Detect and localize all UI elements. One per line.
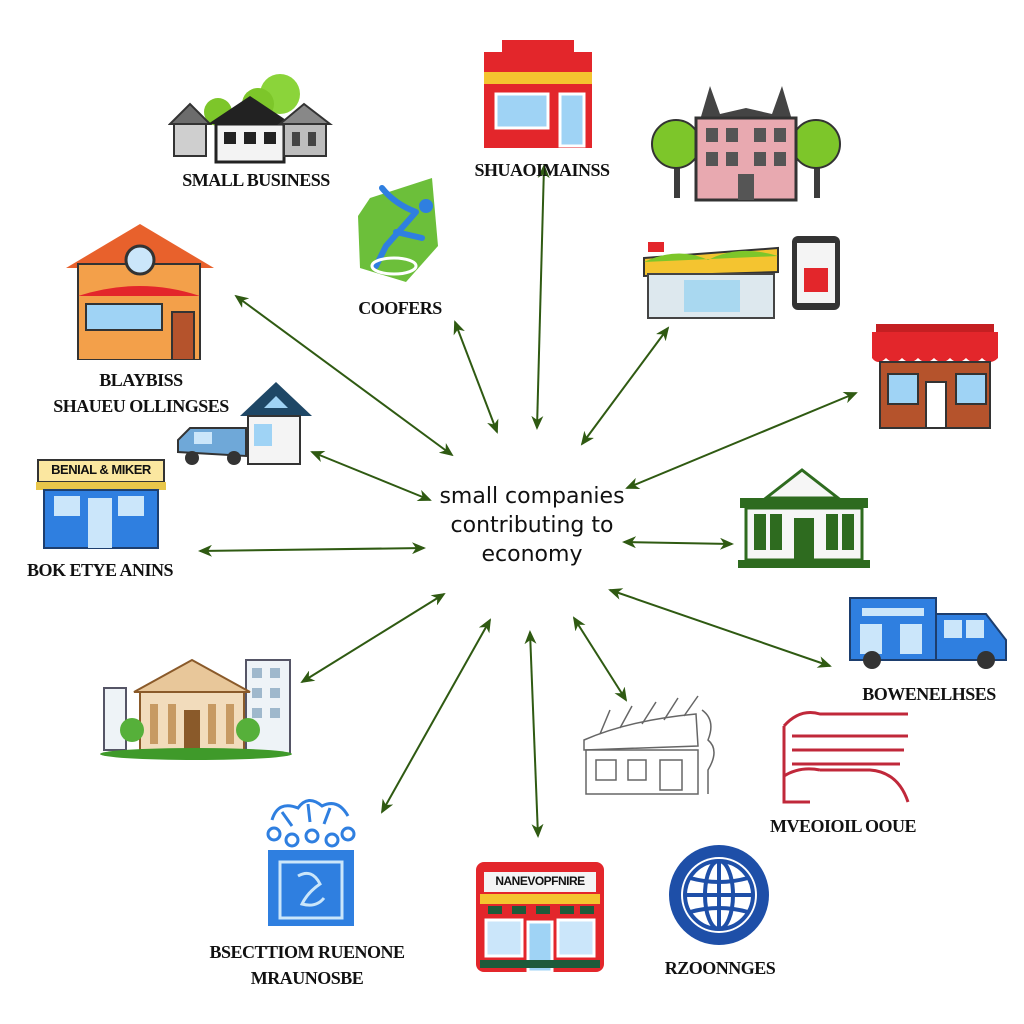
- arrow-top: [531, 164, 550, 430]
- center-line-1: small companies: [439, 484, 625, 509]
- label-bottom-left-2: MRAUNOSBE: [250, 968, 364, 988]
- kiosk-icon: [643, 242, 779, 319]
- houses-icon: [168, 74, 333, 164]
- shop-sign-left: BENIAL & MIKER: [51, 462, 151, 477]
- arrow-truck: [608, 588, 832, 668]
- storefront-icon: [476, 862, 604, 974]
- label-right-lower: BOWENELHSES: [862, 684, 996, 704]
- label-bottom-left-1: BSECTTIOM RUENONE: [209, 942, 405, 962]
- center-title: small companies contributing to economy: [412, 482, 652, 569]
- temple-icon: [100, 658, 292, 760]
- arrow-runner: [453, 320, 499, 434]
- shop-sign-bottom: NANEVOPFNIRE: [495, 874, 585, 888]
- arrow-kiosk: [580, 326, 670, 446]
- arrow-left: [198, 542, 426, 557]
- truck-icon: [849, 597, 1007, 669]
- label-bottom-right: RZOONNGES: [664, 958, 776, 978]
- red-shop-icon: [484, 40, 592, 148]
- sketch-shop-icon: [583, 695, 715, 795]
- arrow-temple: [300, 592, 446, 684]
- label-left-middle: BOK ETYE ANINS: [26, 560, 174, 580]
- arrow-gift: [381, 618, 491, 814]
- arrow-storefront: [524, 630, 544, 838]
- label-left-upper-1: BLAYBISS: [99, 370, 183, 390]
- layers-icon: [782, 711, 910, 804]
- label-top-center: SHUAOIMAINSS: [474, 160, 610, 180]
- runner-icon: [358, 178, 438, 282]
- arrow-van: [310, 450, 432, 502]
- blue-shop-icon: [36, 459, 166, 549]
- label-left-upper-2: SHAUEU OLLINGSES: [53, 396, 229, 416]
- gift-box-icon: [266, 799, 356, 926]
- label-coofers: COOFERS: [358, 298, 442, 318]
- center-line-2: contributing to: [450, 513, 614, 538]
- van-icon: [177, 382, 312, 465]
- globe-icon: [669, 845, 769, 945]
- label-small-business: SMALL BUSINESS: [182, 170, 330, 190]
- orange-house-icon: [66, 224, 214, 360]
- arrow-awning: [625, 392, 858, 489]
- arrow-sketch: [572, 616, 628, 702]
- arrow-bank: [622, 536, 734, 550]
- label-right-bottom: MVEOIOIL OOUE: [769, 816, 917, 836]
- phone-icon: [792, 236, 840, 310]
- mansion-icon: [651, 86, 841, 202]
- arrow-upper-left: [234, 294, 454, 457]
- center-line-3: economy: [481, 542, 583, 567]
- bank-icon: [738, 468, 870, 568]
- awning-store-icon: [872, 324, 998, 429]
